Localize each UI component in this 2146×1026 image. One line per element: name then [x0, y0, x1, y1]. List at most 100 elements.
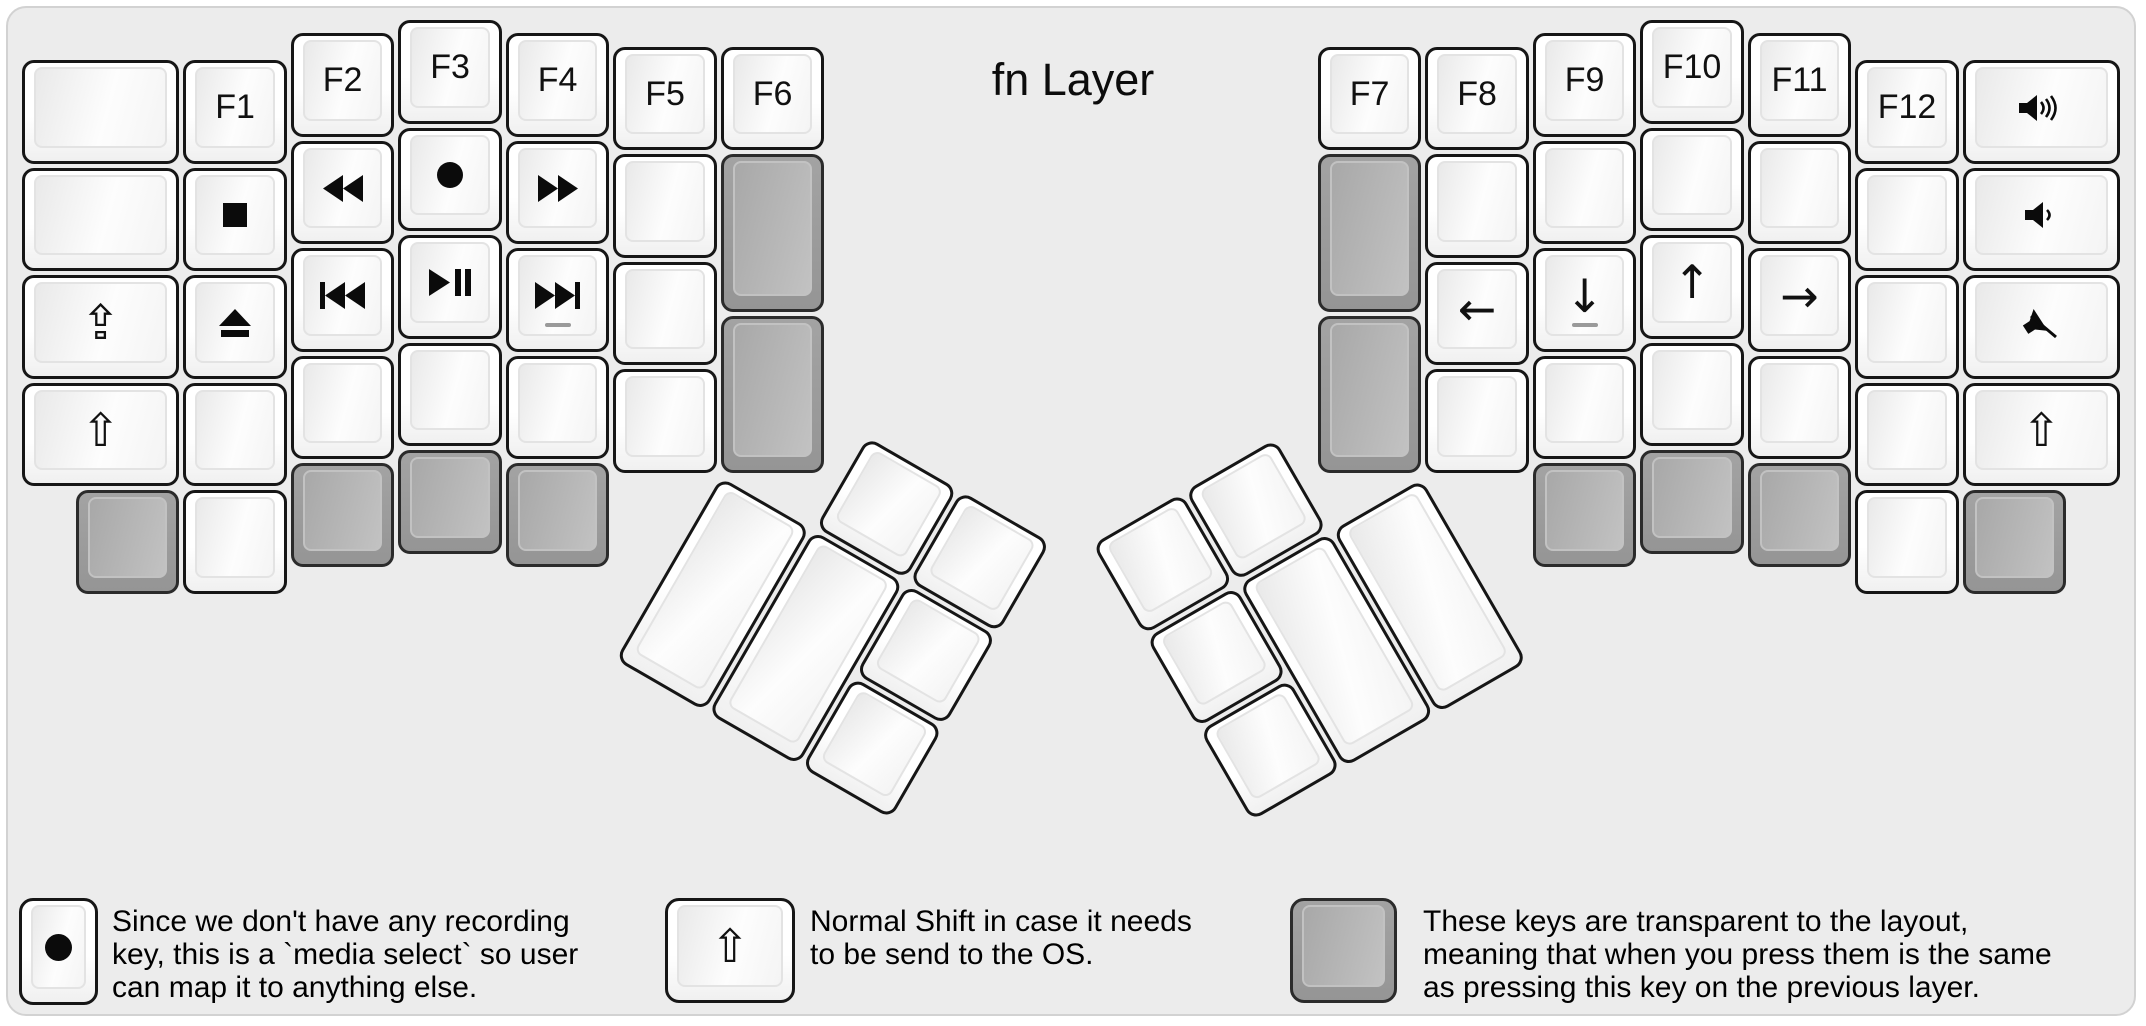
- key-f6[interactable]: F6: [720, 46, 825, 151]
- legend-line: key, this is a `media select` so user: [112, 938, 579, 971]
- key-blank-l-i[interactable]: [613, 369, 717, 473]
- key-f4[interactable]: F4: [505, 33, 610, 137]
- key-blank-l-c[interactable]: [183, 382, 287, 487]
- key-mute[interactable]: [1962, 275, 2121, 379]
- keycap: [34, 174, 168, 256]
- key-f11[interactable]: F11: [1747, 33, 1852, 137]
- key-volume-up[interactable]: [1962, 60, 2121, 164]
- keycap: [410, 349, 490, 430]
- key-blank-r-f[interactable]: [1640, 342, 1744, 446]
- key-label: F8: [1457, 74, 1497, 113]
- key-caps-lock[interactable]: ⇪: [22, 275, 180, 379]
- key-stop[interactable]: [183, 167, 287, 272]
- key-next-track[interactable]: [505, 248, 610, 352]
- legend-line: Normal Shift in case it needs: [810, 905, 1192, 938]
- key-record[interactable]: [398, 127, 502, 231]
- key-f7[interactable]: F7: [1317, 46, 1422, 151]
- keycap: F9: [1544, 40, 1625, 121]
- key-f3[interactable]: F3: [398, 20, 502, 124]
- legend-text-transparent: These keys are transparent to the layout…: [1423, 905, 2052, 1004]
- key-transparent-r-a[interactable]: [1317, 154, 1422, 312]
- key-volume-down[interactable]: [1962, 167, 2121, 272]
- keycap: [1759, 470, 1840, 551]
- key-prev-track[interactable]: [290, 248, 395, 352]
- key-transparent-r-e[interactable]: [1747, 463, 1852, 567]
- rewind-icon: [322, 174, 363, 202]
- key-blank-l-a[interactable]: [22, 60, 180, 164]
- key-blank-l-j[interactable]: [183, 490, 287, 594]
- key-blank-r-c[interactable]: [1532, 140, 1637, 245]
- key-blank-r-j[interactable]: [1855, 275, 1959, 379]
- keycap: [195, 174, 275, 256]
- key-transparent-l-a[interactable]: [720, 154, 825, 312]
- key-blank-l-e[interactable]: [398, 342, 502, 446]
- key-blank-r-d[interactable]: [1532, 355, 1637, 460]
- volume-down-icon: [2024, 199, 2058, 231]
- key-f8[interactable]: F8: [1425, 46, 1529, 151]
- keycap: ⇧: [34, 389, 168, 471]
- key-fast-forward[interactable]: [505, 140, 610, 245]
- key-transparent-l-b[interactable]: [720, 315, 825, 473]
- key-blank-r-l[interactable]: [1855, 490, 1959, 594]
- key-transparent-l-c[interactable]: [75, 490, 180, 594]
- keycap: [1974, 282, 2109, 363]
- key-transparent-l-e[interactable]: [398, 450, 502, 554]
- key-f2[interactable]: F2: [290, 33, 395, 137]
- keycap: ⇧: [1974, 389, 2109, 471]
- key-label: F9: [1564, 61, 1605, 100]
- key-label: F5: [645, 74, 685, 113]
- key-blank-r-a[interactable]: [1425, 154, 1529, 258]
- keycap: [1652, 134, 1732, 215]
- key-shift-right[interactable]: ⇧: [1962, 382, 2121, 487]
- key-rewind[interactable]: [290, 140, 395, 245]
- legend-line: to be send to the OS.: [810, 938, 1094, 971]
- keycap: [410, 242, 490, 323]
- key-arrow-up[interactable]: ↑: [1640, 235, 1744, 339]
- key-label: F12: [1877, 88, 1937, 127]
- legend-line: can map it to anything else.: [112, 971, 478, 1004]
- key-f9[interactable]: F9: [1532, 33, 1637, 137]
- key-transparent-r-c[interactable]: [1532, 463, 1637, 567]
- key-arrow-down[interactable]: ↓: [1532, 248, 1637, 352]
- fast-forward-icon: [537, 174, 578, 202]
- key-transparent-l-f[interactable]: [505, 463, 610, 567]
- homing-bar: [1571, 322, 1598, 327]
- keycap: [517, 470, 598, 551]
- key-transparent-r-f[interactable]: [1962, 490, 2067, 594]
- key-blank-r-e[interactable]: [1640, 127, 1744, 231]
- caps-lock-icon: ⇪: [80, 294, 121, 351]
- key-blank-r-g[interactable]: [1747, 140, 1852, 245]
- key-blank-r-h[interactable]: [1747, 355, 1852, 460]
- key-arrow-left[interactable]: ←: [1425, 261, 1529, 366]
- keycap: [1652, 349, 1732, 430]
- key-blank-l-b[interactable]: [22, 167, 180, 272]
- keycap: ←: [1437, 268, 1517, 350]
- key-blank-r-i[interactable]: [1855, 167, 1959, 272]
- key-f5[interactable]: F5: [613, 46, 717, 151]
- key-blank-r-b[interactable]: [1425, 369, 1529, 473]
- keycap: [1544, 147, 1625, 229]
- key-blank-r-k[interactable]: [1855, 382, 1959, 487]
- key-arrow-right[interactable]: →: [1747, 248, 1852, 352]
- keycap: [1867, 497, 1947, 578]
- key-play-pause[interactable]: [398, 235, 502, 339]
- keycap: [302, 470, 383, 551]
- key-transparent-l-d[interactable]: [290, 463, 395, 567]
- keycap: [302, 147, 383, 229]
- homing-bar: [544, 322, 571, 327]
- key-transparent-r-d[interactable]: [1640, 450, 1744, 554]
- keycap: [1544, 470, 1625, 551]
- key-shift-left[interactable]: ⇧: [22, 382, 180, 487]
- key-f12[interactable]: F12: [1855, 60, 1959, 164]
- arrow-right-icon: →: [1780, 268, 1819, 323]
- key-f10[interactable]: F10: [1640, 20, 1744, 124]
- key-blank-l-d[interactable]: [290, 355, 395, 460]
- key-blank-l-f[interactable]: [505, 355, 610, 460]
- key-blank-l-h[interactable]: [613, 261, 717, 366]
- key-eject[interactable]: [183, 275, 287, 379]
- key-f1[interactable]: F1: [183, 60, 287, 164]
- keycap: F4: [517, 40, 598, 121]
- key-blank-l-g[interactable]: [613, 154, 717, 258]
- keycap: [625, 161, 705, 242]
- key-transparent-r-b[interactable]: [1317, 315, 1422, 473]
